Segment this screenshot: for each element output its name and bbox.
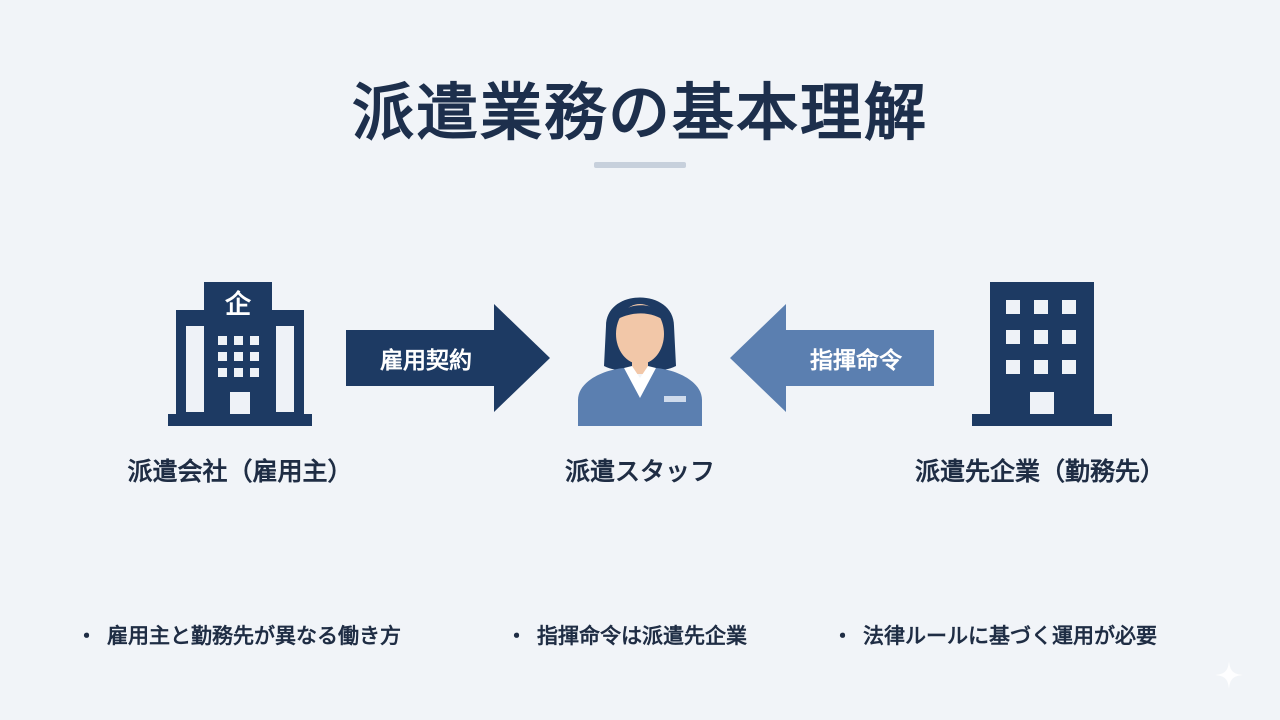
- bullet-item: ・法律ルールに基づく運用が必要: [832, 624, 1157, 648]
- bullet-list: ・雇用主と勤務先が異なる働き方 ・指揮命令は派遣先企業 ・法律ルールに基づく運用…: [0, 620, 1280, 654]
- person-icon: [578, 297, 702, 426]
- page-title: 派遣業務の基本理解: [351, 76, 928, 149]
- bullet-item: ・雇用主と勤務先が異なる働き方: [76, 624, 401, 648]
- office-building-icon: [972, 282, 1112, 426]
- sparkle-icon: [1215, 661, 1243, 689]
- agency-label: 派遣会社（雇用主）: [127, 457, 353, 486]
- bullet-item: ・指揮命令は派遣先企業: [506, 624, 747, 648]
- agency-badge-text: 企: [225, 289, 252, 320]
- title-underline: [594, 162, 686, 168]
- employment-arrow-label: 雇用契約: [380, 347, 472, 374]
- office-building-icon: 企: [168, 282, 312, 426]
- staff-label: 派遣スタッフ: [564, 457, 715, 486]
- client-label: 派遣先企業（勤務先）: [914, 457, 1165, 486]
- command-arrow-label: 指揮命令: [810, 347, 903, 374]
- employment-contract-arrow: 雇用契約: [346, 304, 550, 412]
- command-arrow: 指揮命令: [730, 304, 934, 412]
